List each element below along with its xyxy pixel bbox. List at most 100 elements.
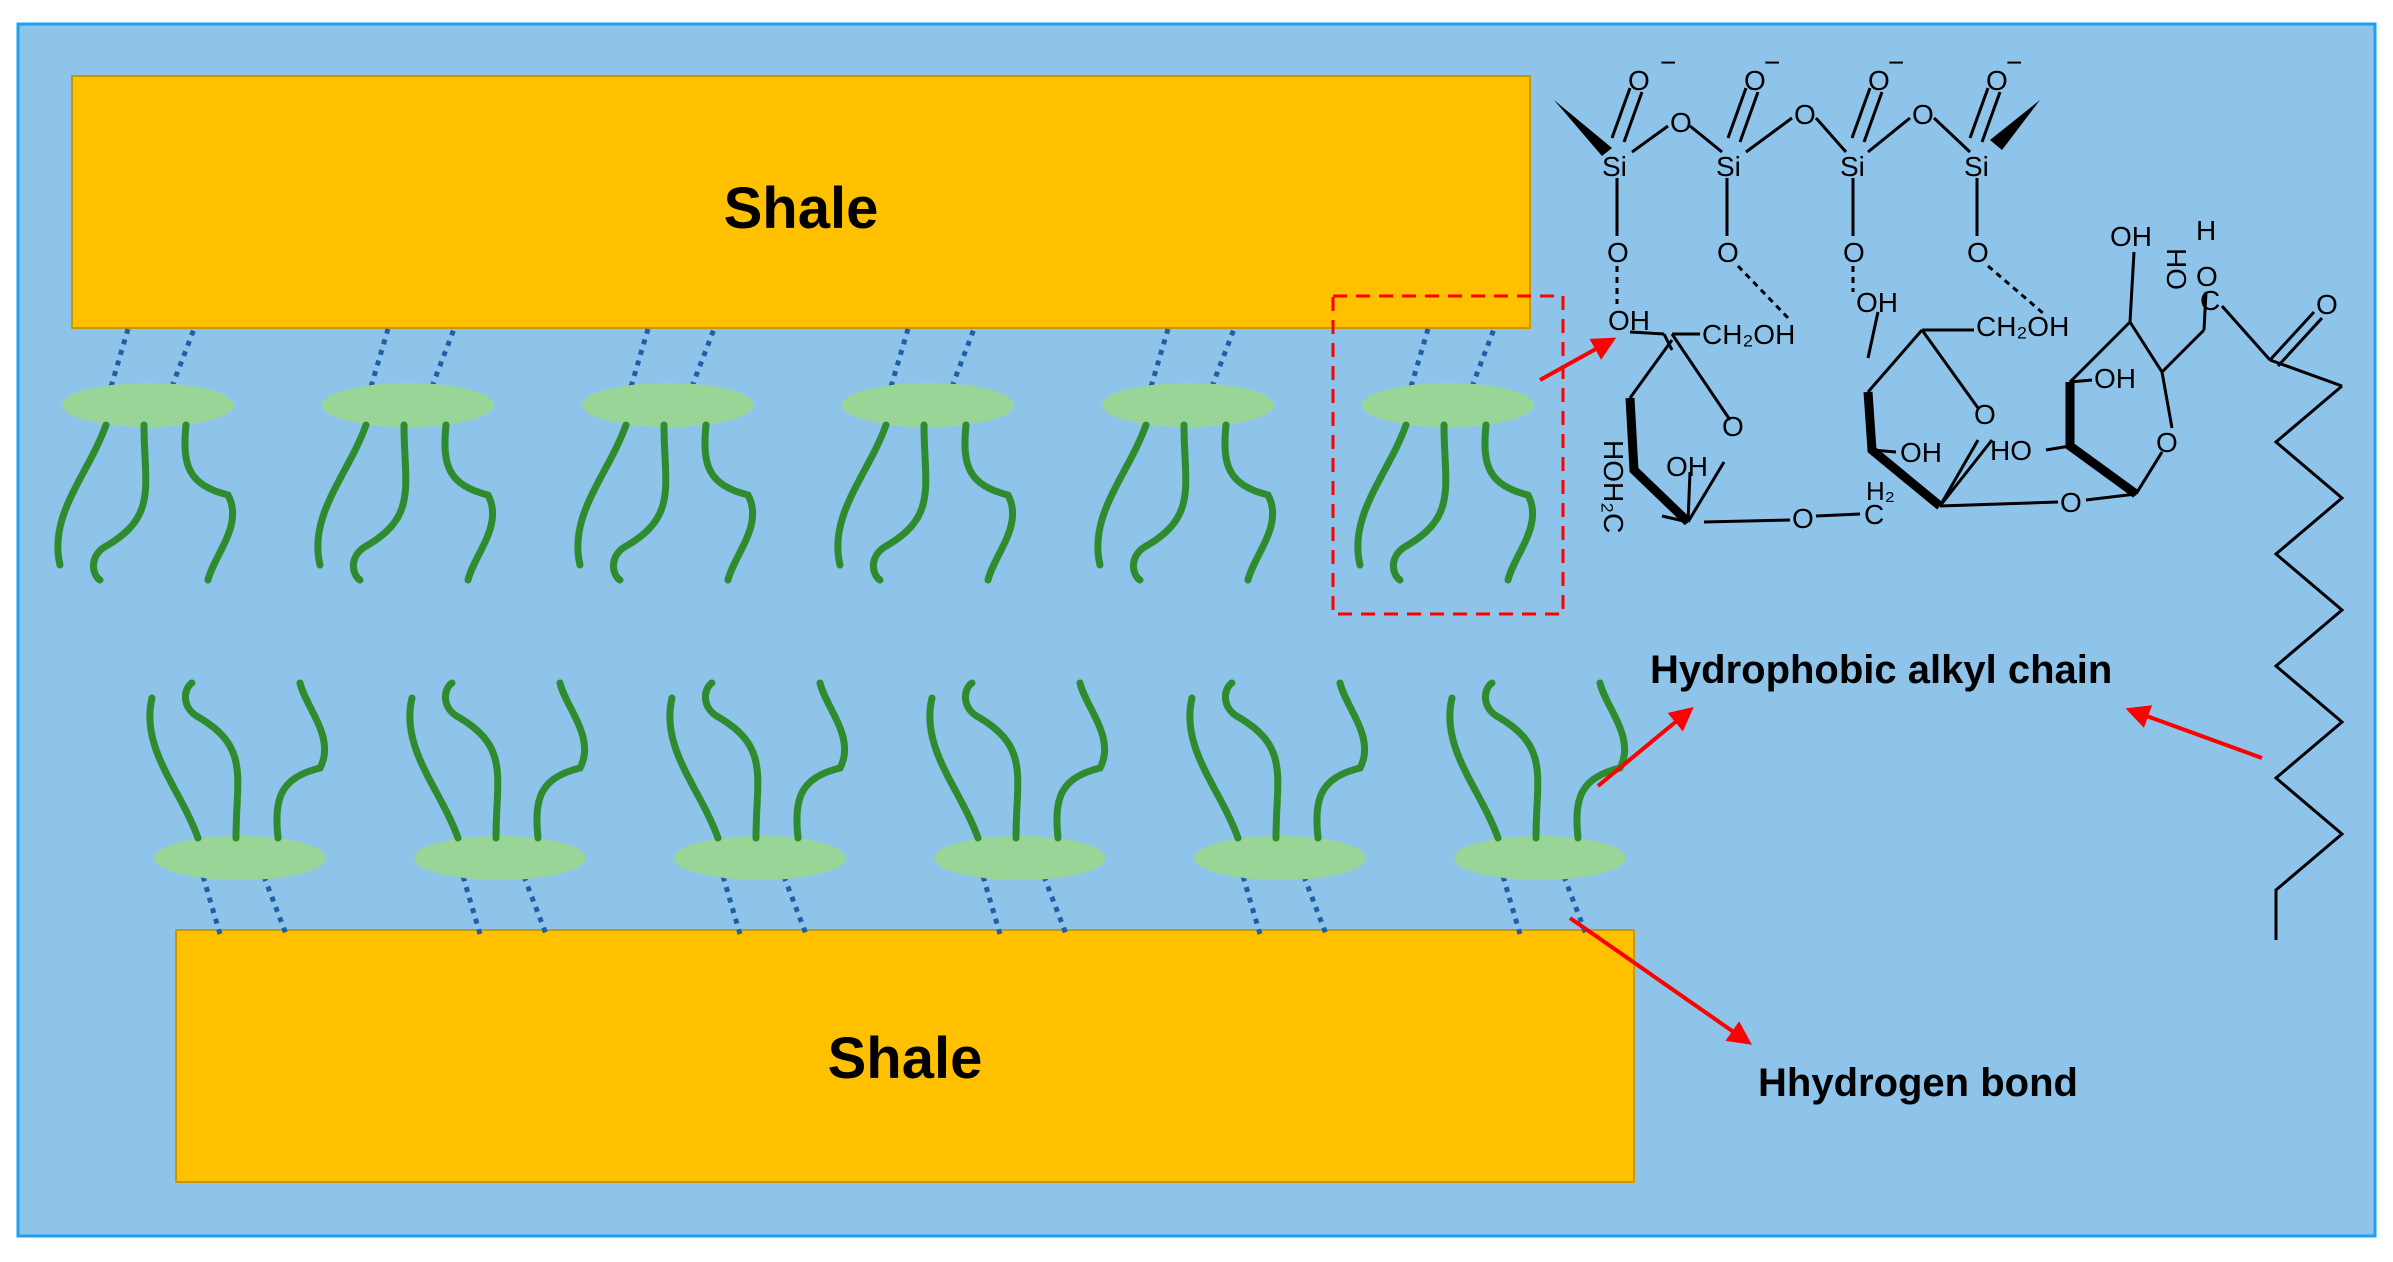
- hydrophobic-tail: [1354, 421, 1410, 569]
- polar-head: [414, 836, 586, 880]
- oh-group: OH: [1900, 437, 1942, 468]
- o-atom: O: [2196, 261, 2218, 292]
- polar-head: [1362, 383, 1534, 427]
- alkyl-chain-arrow-right: [2125, 705, 2263, 760]
- hydrophobic-tail: [533, 679, 589, 842]
- hydrophobic-tail: [1481, 421, 1537, 584]
- hoh2c-group: HOH₂C: [1598, 440, 1629, 533]
- oxo-charge: −: [2006, 47, 2022, 78]
- hydrophobic-tail: [1446, 694, 1502, 842]
- h2-group: H₂: [1866, 476, 1895, 506]
- surfactant-molecule: [926, 679, 1109, 935]
- h-atom: H: [2196, 215, 2216, 246]
- lower-o: O: [1967, 237, 1989, 268]
- hydrophobic-tail: [574, 421, 630, 569]
- oxo-o: O: [1986, 65, 2008, 96]
- polar-head: [582, 383, 754, 427]
- lower-o: O: [1607, 237, 1629, 268]
- hydrophobic-tail: [1186, 694, 1242, 842]
- hydrophobic-tail: [962, 679, 1022, 842]
- si-atom: Si: [1602, 151, 1627, 182]
- alkyl-zigzag-chain: [2273, 384, 2345, 940]
- hydrophobic-tail: [834, 421, 890, 569]
- si-atom: Si: [1716, 151, 1741, 182]
- hydrophobic-tail: [350, 421, 410, 584]
- hydrophobic-tail: [610, 421, 670, 584]
- oh-group: OH: [2094, 363, 2136, 394]
- hydrophobic-tail: [181, 421, 237, 584]
- surfactant-molecule: [146, 679, 329, 935]
- hydrophobic-tail: [1094, 421, 1150, 569]
- hydrophobic-tail: [701, 421, 757, 584]
- carbonyl-oxygen: O: [2316, 289, 2338, 320]
- hydrophobic-tail: [666, 694, 722, 842]
- ring-oxygen: O: [1974, 399, 1996, 430]
- hydrophobic-tail: [1221, 421, 1277, 584]
- hbond-arrow: [1568, 916, 1752, 1045]
- hydrophobic-tail: [441, 421, 497, 584]
- oxo-o: O: [1628, 65, 1650, 96]
- shale-top-label: Shale: [724, 176, 879, 241]
- zoom-arrow: [1539, 337, 1617, 382]
- hydrophobic-tail: [1130, 421, 1190, 584]
- oh-group: OH: [1608, 305, 1650, 336]
- hydrophobic-tail: [273, 679, 329, 842]
- oxo-o: O: [1868, 65, 1890, 96]
- hydrophobic-tail: [1390, 421, 1450, 584]
- surfactant-molecule: [1354, 328, 1537, 584]
- alkyl-chain-arrow-left: [1596, 706, 1694, 788]
- shale-top-slab: [71, 75, 1531, 329]
- hydrophobic-tail: [146, 694, 202, 842]
- hydrogen-bond-label: Hhydrogen bond: [1758, 1061, 2078, 1105]
- hydrophobic-tail: [870, 421, 930, 584]
- hydrophobic-tail: [793, 679, 849, 842]
- oh-group: OH: [2110, 221, 2152, 252]
- polar-head: [62, 383, 234, 427]
- ch2oh-group: CH₂OH: [1976, 311, 2069, 342]
- oh-group: OH: [1666, 451, 1708, 482]
- bridge-o: O: [1670, 107, 1692, 138]
- si-atom: Si: [1964, 151, 1989, 182]
- link-oxygen: O: [1792, 503, 1814, 534]
- wedge-bond-left: [1554, 100, 1612, 156]
- oxo-charge: −: [1764, 47, 1780, 78]
- ho-group: HO: [1990, 435, 2032, 466]
- shale-bottom-label: Shale: [828, 1026, 983, 1091]
- surfactant-molecule: [1446, 679, 1629, 935]
- hydrophobic-chain-label: Hydrophobic alkyl chain: [1650, 648, 2112, 692]
- si-atom: Si: [1840, 151, 1865, 182]
- oxo-o: O: [1744, 65, 1766, 96]
- hydrophobic-tail: [90, 421, 150, 584]
- oh-top-group: OH: [2161, 248, 2192, 290]
- link-oxygen: O: [2060, 487, 2082, 518]
- lower-o: O: [1717, 237, 1739, 268]
- hydrophobic-tail: [702, 679, 762, 842]
- bottom-surfactant-row: [146, 679, 1629, 935]
- highlight-box: [1331, 294, 1565, 616]
- hydrophobic-tail: [1482, 679, 1542, 842]
- hydrophobic-tail: [1222, 679, 1282, 842]
- hydrophobic-tail: [926, 694, 982, 842]
- molecular-structure: [1554, 87, 2343, 526]
- top-surfactant-row: [54, 328, 1537, 584]
- hydrophobic-tail: [1053, 679, 1109, 842]
- shale-bottom-slab: [175, 929, 1635, 1183]
- bridge-o: O: [1912, 99, 1934, 130]
- polar-head: [1454, 836, 1626, 880]
- bridge-o: O: [1794, 99, 1816, 130]
- oxo-charge: −: [1660, 47, 1676, 78]
- polar-head: [934, 836, 1106, 880]
- surfactant-molecule: [314, 328, 497, 584]
- hydrophobic-tail: [961, 421, 1017, 584]
- surfactant-molecule: [1094, 328, 1277, 584]
- polar-head: [1102, 383, 1274, 427]
- surfactant-molecule: [834, 328, 1017, 584]
- hydrophobic-tail: [442, 679, 502, 842]
- c-atom: C: [2200, 285, 2220, 316]
- c-atom: C: [1864, 499, 1884, 530]
- ch2oh-group: CH₂OH: [1702, 319, 1795, 350]
- hydrophobic-tail: [54, 421, 110, 569]
- surfactant-molecule: [666, 679, 849, 935]
